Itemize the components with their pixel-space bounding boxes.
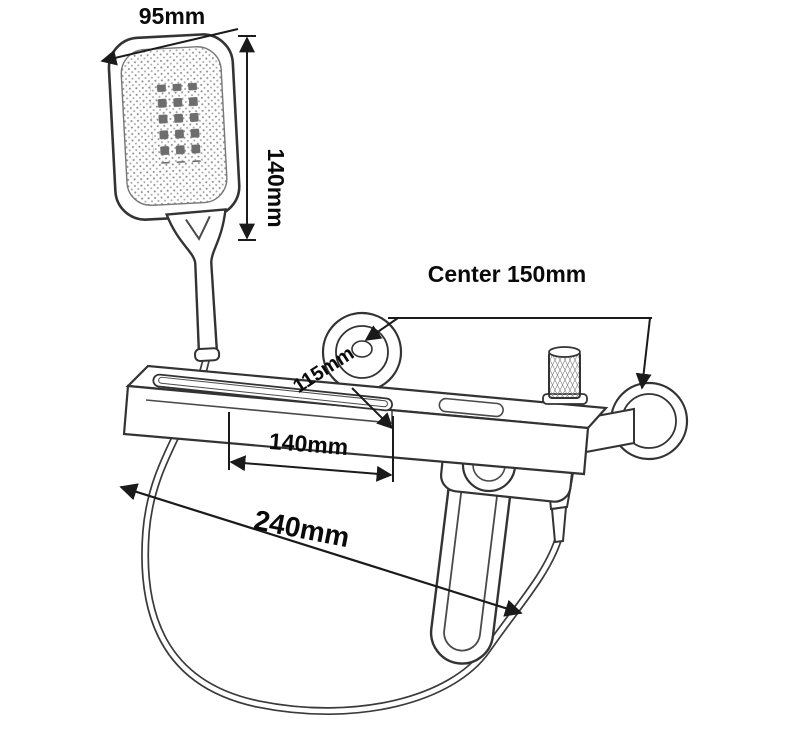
hose-inner (142, 353, 561, 714)
dim-240-line (119, 483, 523, 617)
dim-head-height: 140mm (238, 35, 289, 241)
label-head-width: 95mm (139, 3, 205, 29)
spout-lip-line (145, 399, 393, 424)
waterfall-slot-inner (158, 376, 388, 408)
right-wall-flange (585, 381, 689, 461)
dim-head-width: 95mm (100, 3, 239, 66)
connector-tube (550, 505, 568, 544)
knob-cylinder (548, 351, 581, 399)
head-handle (164, 208, 227, 353)
knob-top (548, 346, 581, 358)
left-flange-stub (351, 340, 373, 358)
label-head-height: 140mm (263, 148, 289, 227)
shower-head (107, 33, 241, 363)
dim-140s-line (229, 455, 393, 482)
shelf-spout (122, 364, 609, 476)
diverter-knob (542, 346, 588, 405)
label-spout-width: 140mm (268, 428, 349, 460)
head-jet-grid (149, 82, 201, 165)
label-overall-width: 240mm (251, 504, 352, 553)
label-center-distance: Center 150mm (428, 261, 587, 287)
dim-spout-width: 140mm (228, 412, 394, 482)
dim-center-right-leader (635, 317, 652, 390)
dim-center-distance: Center 150mm (364, 261, 652, 390)
dim-95-line (100, 28, 239, 66)
handle-notch (185, 215, 211, 241)
dim-center-left-leader (364, 317, 399, 341)
holder-slot (438, 397, 504, 418)
dim-115-leader (351, 387, 394, 430)
shower-hose (141, 352, 562, 716)
handle-hose-cap (194, 347, 221, 363)
